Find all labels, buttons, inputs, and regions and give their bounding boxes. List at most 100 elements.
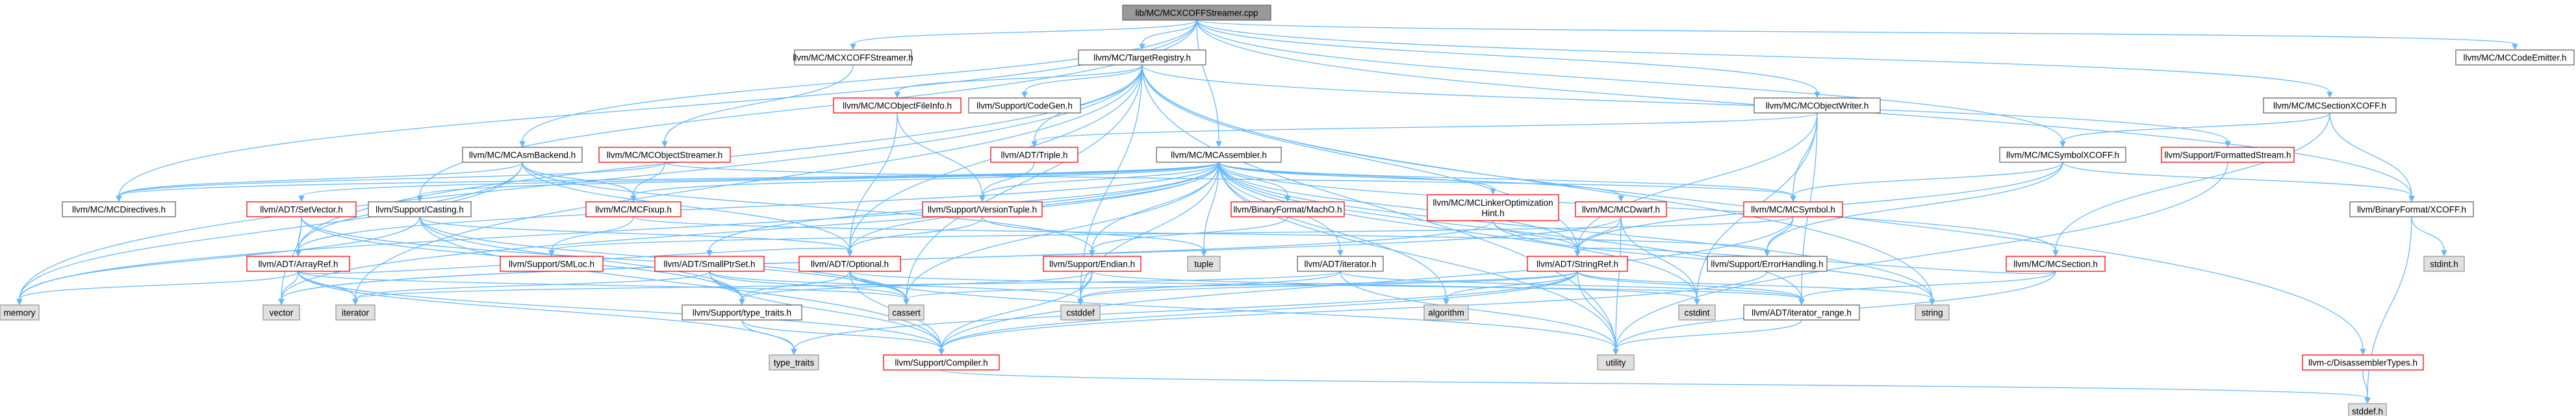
node-llvm-support-smloc-h[interactable]: llvm/Support/SMLoc.h [500,256,604,272]
node-llvm-mc-mcsymbolxcoff-h[interactable]: llvm/MC/MCSymbolXCOFF.h [1999,147,2126,163]
node-llvm-adt-triple-h[interactable]: llvm/ADT/Triple.h [990,147,1078,163]
node-label: llvm/ADT/iterator.h [1304,260,1376,269]
node-llvm-mc-mcobjectstreamer-h[interactable]: llvm/MC/MCObjectStreamer.h [598,147,731,163]
node-llvm-mc-mcsection-h[interactable]: llvm/MC/MCSection.h [2006,256,2106,272]
node-llvm-adt-smallptrset-h[interactable]: llvm/ADT/SmallPtrSet.h [654,256,765,272]
edge-n31-to-n38 [352,271,1341,306]
edge-n4-to-n15 [298,162,1219,202]
edge-n10-to-n28 [847,112,898,257]
edge-n6-to-n14 [116,162,665,202]
edge-n8-to-n9 [2060,112,2330,148]
node-llvm-adt-arrayref-h[interactable]: llvm/ADT/ArrayRef.h [246,256,350,272]
edge-arrowhead [2408,195,2415,202]
edge-line [19,162,523,300]
node-llvm-support-endian-h[interactable]: llvm/Support/Endian.h [1043,256,1141,272]
edge-line [522,162,1093,251]
edge-n0-to-n4 [1196,19,1222,148]
edge-n2-to-n13 [1141,64,2231,148]
node-label: vector [270,308,294,318]
node-llvm-adt-optional-h[interactable]: llvm/ADT/Optional.h [798,256,901,272]
edge-arrowhead [2225,141,2231,148]
node-llvm-mc-mccodeemitter-h[interactable]: llvm/MC/MCCodeEmitter.h [2455,49,2575,66]
node-label: llvm-c/DisassemblerTypes.h [2308,358,2417,368]
edge-line [1340,271,1616,350]
edge-line [355,64,1143,300]
node-box [585,201,682,217]
edge-line [551,216,1794,251]
node-tuple: tuple [1187,256,1221,272]
edge-arrowhead [1618,195,1624,202]
edge-line [941,271,1768,350]
node-llvm-support-errorhandling-h[interactable]: llvm/Support/ErrorHandling.h [1707,256,1828,272]
node-llvm-adt-iterator-h[interactable]: llvm/ADT/iterator.h [1297,256,1384,272]
node-label: llvm/MC/MCSymbolXCOFF.h [2006,151,2119,160]
edge-n44-to-n48 [1613,319,1802,356]
node-llvm-support-casting-h[interactable]: llvm/Support/Casting.h [368,201,472,217]
node-llvm-support-compiler-h[interactable]: llvm/Support/Compiler.h [883,354,1000,371]
edge-line [1080,271,1093,300]
node-llvm-support-codegen-h[interactable]: llvm/Support/CodeGen.h [968,97,1081,114]
edge-arrowhead [295,250,301,257]
node-label: algorithm [1428,308,1464,318]
edge-arrowhead [1031,141,1038,148]
node-llvm-support-versiontuple-h[interactable]: llvm/Support/VersionTuple.h [922,201,1043,217]
node-llvm-support-formattedstream-h[interactable]: llvm/Support/FormattedStream.h [2161,147,2295,163]
node-memory: memory [0,304,40,321]
node-llvm-mc-mcassembler-h[interactable]: llvm/MC/MCAssembler.h [1156,147,1282,163]
node-label: llvm/MC/MCObjectFileInfo.h [843,101,952,111]
node-llvm-c-disassemblertypes-h[interactable]: llvm-c/DisassemblerTypes.h [2302,354,2424,371]
node-box [1231,201,1345,217]
node-llvm-mc-targetregistry-h[interactable]: llvm/MC/TargetRegistry.h [1078,49,1206,66]
edge-line [849,216,983,251]
node-llvm-binaryformat-xcoff-h[interactable]: llvm/BinaryFormat/XCOFF.h [2349,201,2474,217]
node-label: llvm/ADT/SmallPtrSet.h [663,260,755,269]
node-label: stdint.h [2430,260,2458,269]
node-llvm-support-type-traits-h[interactable]: llvm/Support/type_traits.h [682,304,802,321]
node-label: llvm/ADT/StringRef.h [1537,260,1618,269]
edge-arrowhead [1201,250,1207,257]
edge-arrowhead [1077,299,1084,306]
node-llvm-mc-mcobjectfileinfo-h[interactable]: llvm/MC/MCObjectFileInfo.h [833,97,962,114]
edge-line [633,162,1219,197]
node-label: llvm/MC/TargetRegistry.h [1093,53,1191,63]
edge-line [1080,271,1341,300]
edge-arrowhead [416,195,423,202]
node-llvm-mc-mcasmbackend-h[interactable]: llvm/MC/MCAsmBackend.h [462,147,583,163]
node-label: llvm/Support/SMLoc.h [509,260,594,269]
node-box [1156,147,1282,163]
edge-line [551,216,634,251]
edge-line [1196,19,2330,93]
node-label: llvm/MC/MCObjectWriter.h [1766,101,1869,111]
node-cstdint: cstdint [1678,304,1716,321]
node-llvm-mc-mcdirectives-h[interactable]: llvm/MC/MCDirectives.h [62,201,176,217]
edge-line [1218,162,1616,350]
node-llvm-adt-setvector-h[interactable]: llvm/ADT/SetVector.h [246,201,357,217]
node-llvm-binaryformat-macho-h[interactable]: llvm/BinaryFormat/MachO.h [1231,201,1345,217]
edge-line [1196,19,2516,45]
node-llvm-adt-iterator-range-h[interactable]: llvm/ADT/iterator_range.h [1743,304,1860,321]
edge-line [1340,271,1802,300]
node-llvm-mc-mcdwarf-h[interactable]: llvm/MC/MCDwarf.h [1575,201,1667,217]
node-llvm-mc-mcsectionxcoff-h[interactable]: llvm/MC/MCSectionXCOFF.h [2263,97,2397,114]
node-label: lib/MC/MCXCOFFStreamer.cpp [1135,8,1258,18]
edge-arrowhead [2060,141,2066,148]
node-llvm-mc-mcobjectwriter-h[interactable]: llvm/MC/MCObjectWriter.h [1753,97,1881,114]
edge-n25-to-n38 [298,271,359,306]
edge-n12-to-n18 [979,162,1035,202]
node-box [2455,49,2575,66]
node-llvm-mc-mcfixup-h[interactable]: llvm/MC/MCFixup.h [585,201,682,217]
edges-layer [16,19,2518,404]
node-llvm-mc-mcsymbol-h[interactable]: llvm/MC/MCSymbol.h [1743,201,1843,217]
node-llvm-adt-stringref-h[interactable]: llvm/ADT/StringRef.h [1527,256,1628,272]
edge-line [709,271,1081,300]
node-llvm-mc-mcxcoffstreamer-h[interactable]: llvm/MC/MCXCOFFStreamer.h [793,49,913,66]
edge-n39-to-n47 [741,319,945,356]
node-box [1427,194,1559,221]
edge-arrowhead [739,299,745,306]
edge-line [19,162,1219,300]
node-label: Hint.h [1481,208,1504,218]
edge-line [1615,319,1802,350]
edge-arrowhead [2441,250,2447,257]
